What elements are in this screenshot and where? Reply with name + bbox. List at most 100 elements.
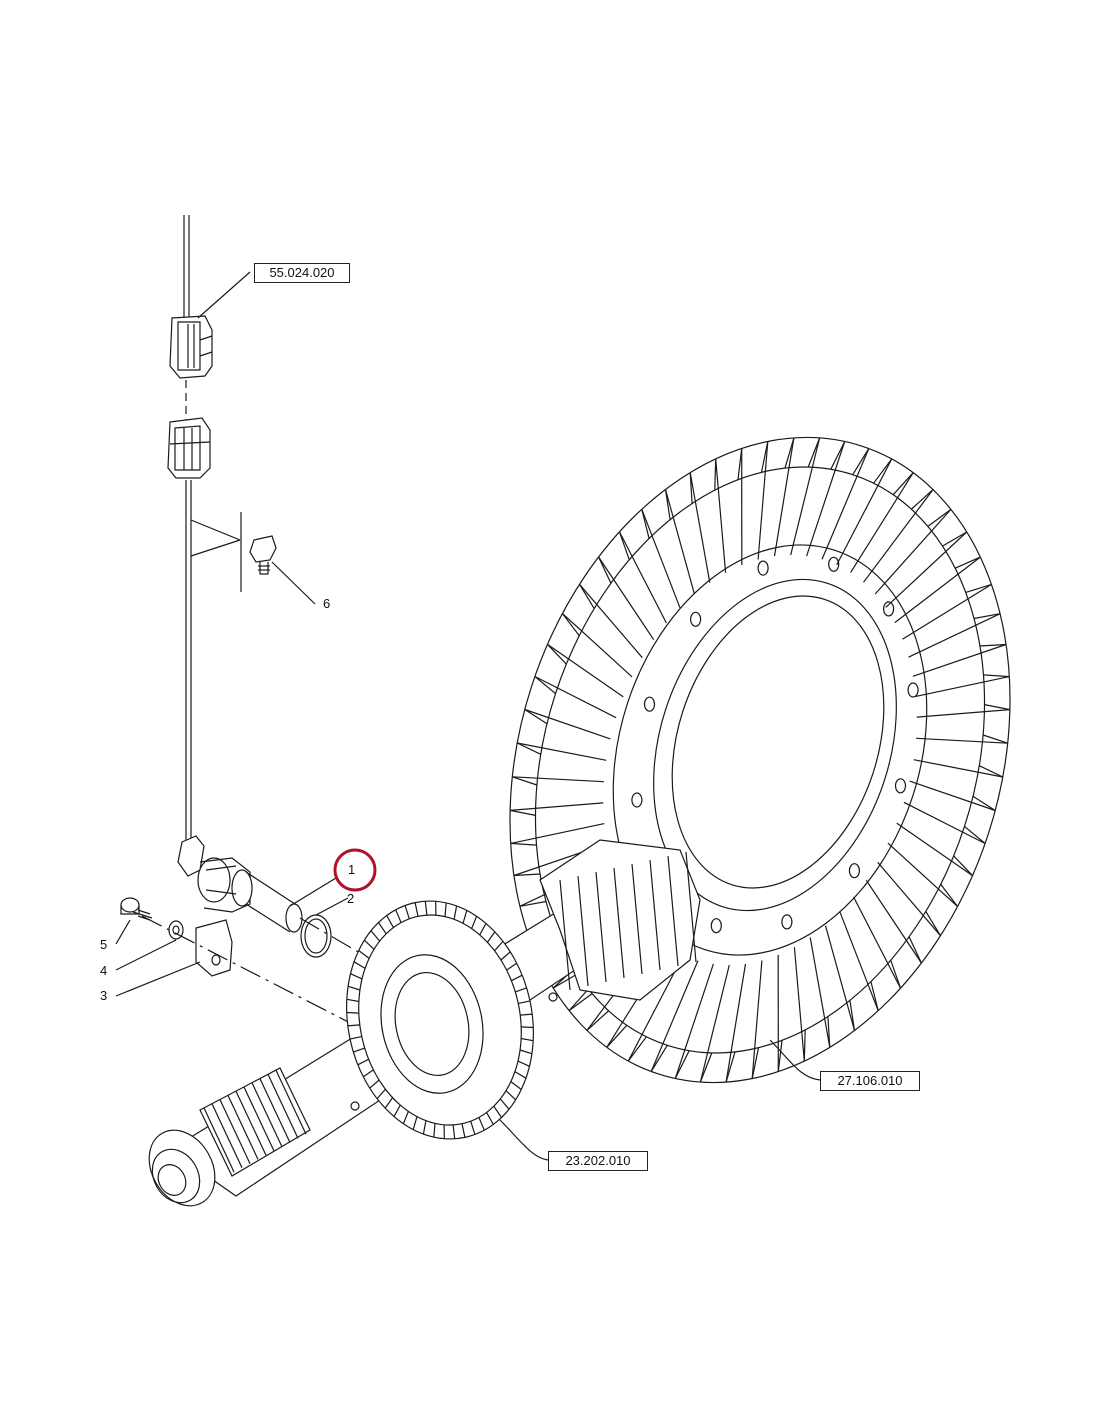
spur-tooth: [404, 905, 410, 919]
gear-tooth: [839, 911, 879, 1011]
spur-gear: [346, 900, 534, 1140]
gear-tooth: [517, 742, 607, 761]
gear-tooth-edge: [510, 842, 537, 846]
bolt-hole: [757, 560, 769, 576]
spur-tooth: [519, 1049, 533, 1055]
spur-tooth: [521, 1026, 534, 1029]
spur-tooth: [386, 915, 394, 928]
spur-tooth: [346, 998, 360, 1003]
spur-tooth: [347, 1024, 360, 1027]
gear-tooth-edge: [908, 936, 922, 964]
spur-tooth: [486, 931, 496, 943]
spline: [259, 1078, 291, 1143]
spur-tooth: [353, 961, 366, 969]
spur-tooth: [412, 1116, 418, 1130]
gear-tooth: [790, 437, 821, 556]
gear-tooth-edge: [598, 556, 612, 584]
gear-tooth-edge: [870, 981, 879, 1011]
spur-tooth: [518, 1000, 531, 1004]
spur-tooth: [358, 950, 370, 959]
gear-tooth: [725, 963, 747, 1083]
spur-tooth: [370, 930, 381, 942]
gear-tooth-edge: [689, 472, 693, 504]
gear-tooth-edge: [534, 676, 556, 695]
spur-tooth: [350, 973, 363, 980]
gear-tooth: [894, 556, 981, 624]
spline: [235, 1090, 267, 1156]
spline: [203, 1107, 235, 1173]
gear-tooth-edge: [509, 809, 536, 816]
gear-tooth-edge: [568, 993, 593, 1012]
spur-tooth: [347, 985, 361, 991]
pinion-tooth: [631, 863, 643, 975]
gear-tooth-edge: [927, 508, 952, 527]
gear-tooth-edge: [964, 825, 986, 844]
gear-tooth: [836, 458, 893, 566]
bolt-hole: [894, 778, 907, 794]
gear-tooth: [510, 802, 604, 811]
gear-tooth-edge: [984, 704, 1011, 711]
harness-clip-bracket: [190, 512, 242, 592]
gear-tooth: [863, 489, 934, 583]
spur-tooth: [520, 1037, 534, 1042]
spur-tooth: [493, 1105, 502, 1118]
spur-tooth: [499, 1098, 510, 1110]
retaining-screw: [120, 897, 153, 921]
gear-tooth-edge: [830, 441, 846, 470]
gear-tooth: [524, 708, 611, 740]
gear-tooth-edge: [942, 531, 968, 547]
gear-tooth: [885, 531, 968, 608]
bolt-hole: [710, 918, 722, 934]
ref-bevel-gear-27-106-010[interactable]: 27.106.010: [820, 1071, 920, 1091]
spline: [227, 1095, 259, 1160]
gear-tooth: [916, 709, 1010, 718]
gear-tooth-edge: [777, 1040, 783, 1072]
mounting-plate: [195, 919, 233, 977]
gear-tooth: [909, 780, 996, 812]
gear-tooth: [821, 448, 870, 560]
spur-tooth: [402, 1111, 409, 1124]
spur-tooth: [444, 902, 447, 917]
gear-tooth-edge: [807, 437, 821, 468]
callout-3[interactable]: 3: [100, 988, 108, 1003]
gear-tooth-edge: [940, 883, 959, 907]
gear-tooth-edge: [516, 742, 541, 755]
spline: [219, 1099, 251, 1164]
spur-tooth: [363, 939, 375, 950]
spur-tooth: [362, 1069, 374, 1078]
spur-tooth: [520, 1013, 533, 1016]
gear-tooth-edge: [973, 613, 1001, 620]
callout-2[interactable]: 2: [347, 891, 355, 906]
spur-tooth: [517, 1060, 530, 1067]
spline: [243, 1086, 275, 1152]
gear-tooth: [853, 896, 902, 989]
gear-tooth-edge: [979, 765, 1004, 778]
bolt-hole: [643, 696, 656, 712]
spline: [267, 1074, 299, 1139]
ref-harness-55-024-020[interactable]: 55.024.020: [254, 263, 350, 283]
gear-tooth: [715, 458, 727, 573]
speed-sensor: [177, 835, 303, 933]
gear-tooth-edge: [979, 643, 1007, 647]
callout-6[interactable]: 6: [323, 596, 331, 611]
gear-tooth-edge: [910, 489, 934, 510]
bolt-hole: [828, 556, 840, 572]
gear-tooth: [618, 531, 667, 624]
spur-tooth: [376, 1088, 386, 1099]
gear-tooth: [916, 737, 1008, 744]
gear-tooth-edge: [892, 472, 914, 496]
gear-tooth-edge: [953, 855, 973, 877]
gear-tooth-edge: [674, 1050, 690, 1079]
callout-4[interactable]: 4: [100, 963, 108, 978]
callout-1-highlight: [333, 848, 377, 892]
gear-tooth: [689, 472, 711, 583]
callout-5[interactable]: 5: [100, 937, 108, 952]
callout-1[interactable]: 1: [348, 862, 356, 877]
bolt-hole: [689, 611, 702, 627]
gear-tooth: [751, 960, 763, 1079]
bolt-hole: [781, 914, 793, 930]
spur-tooth: [357, 1058, 369, 1066]
ref-shaft-gear-23-202-010[interactable]: 23.202.010: [548, 1151, 648, 1171]
spur-tooth: [395, 909, 402, 923]
spur-tooth: [510, 1081, 522, 1090]
